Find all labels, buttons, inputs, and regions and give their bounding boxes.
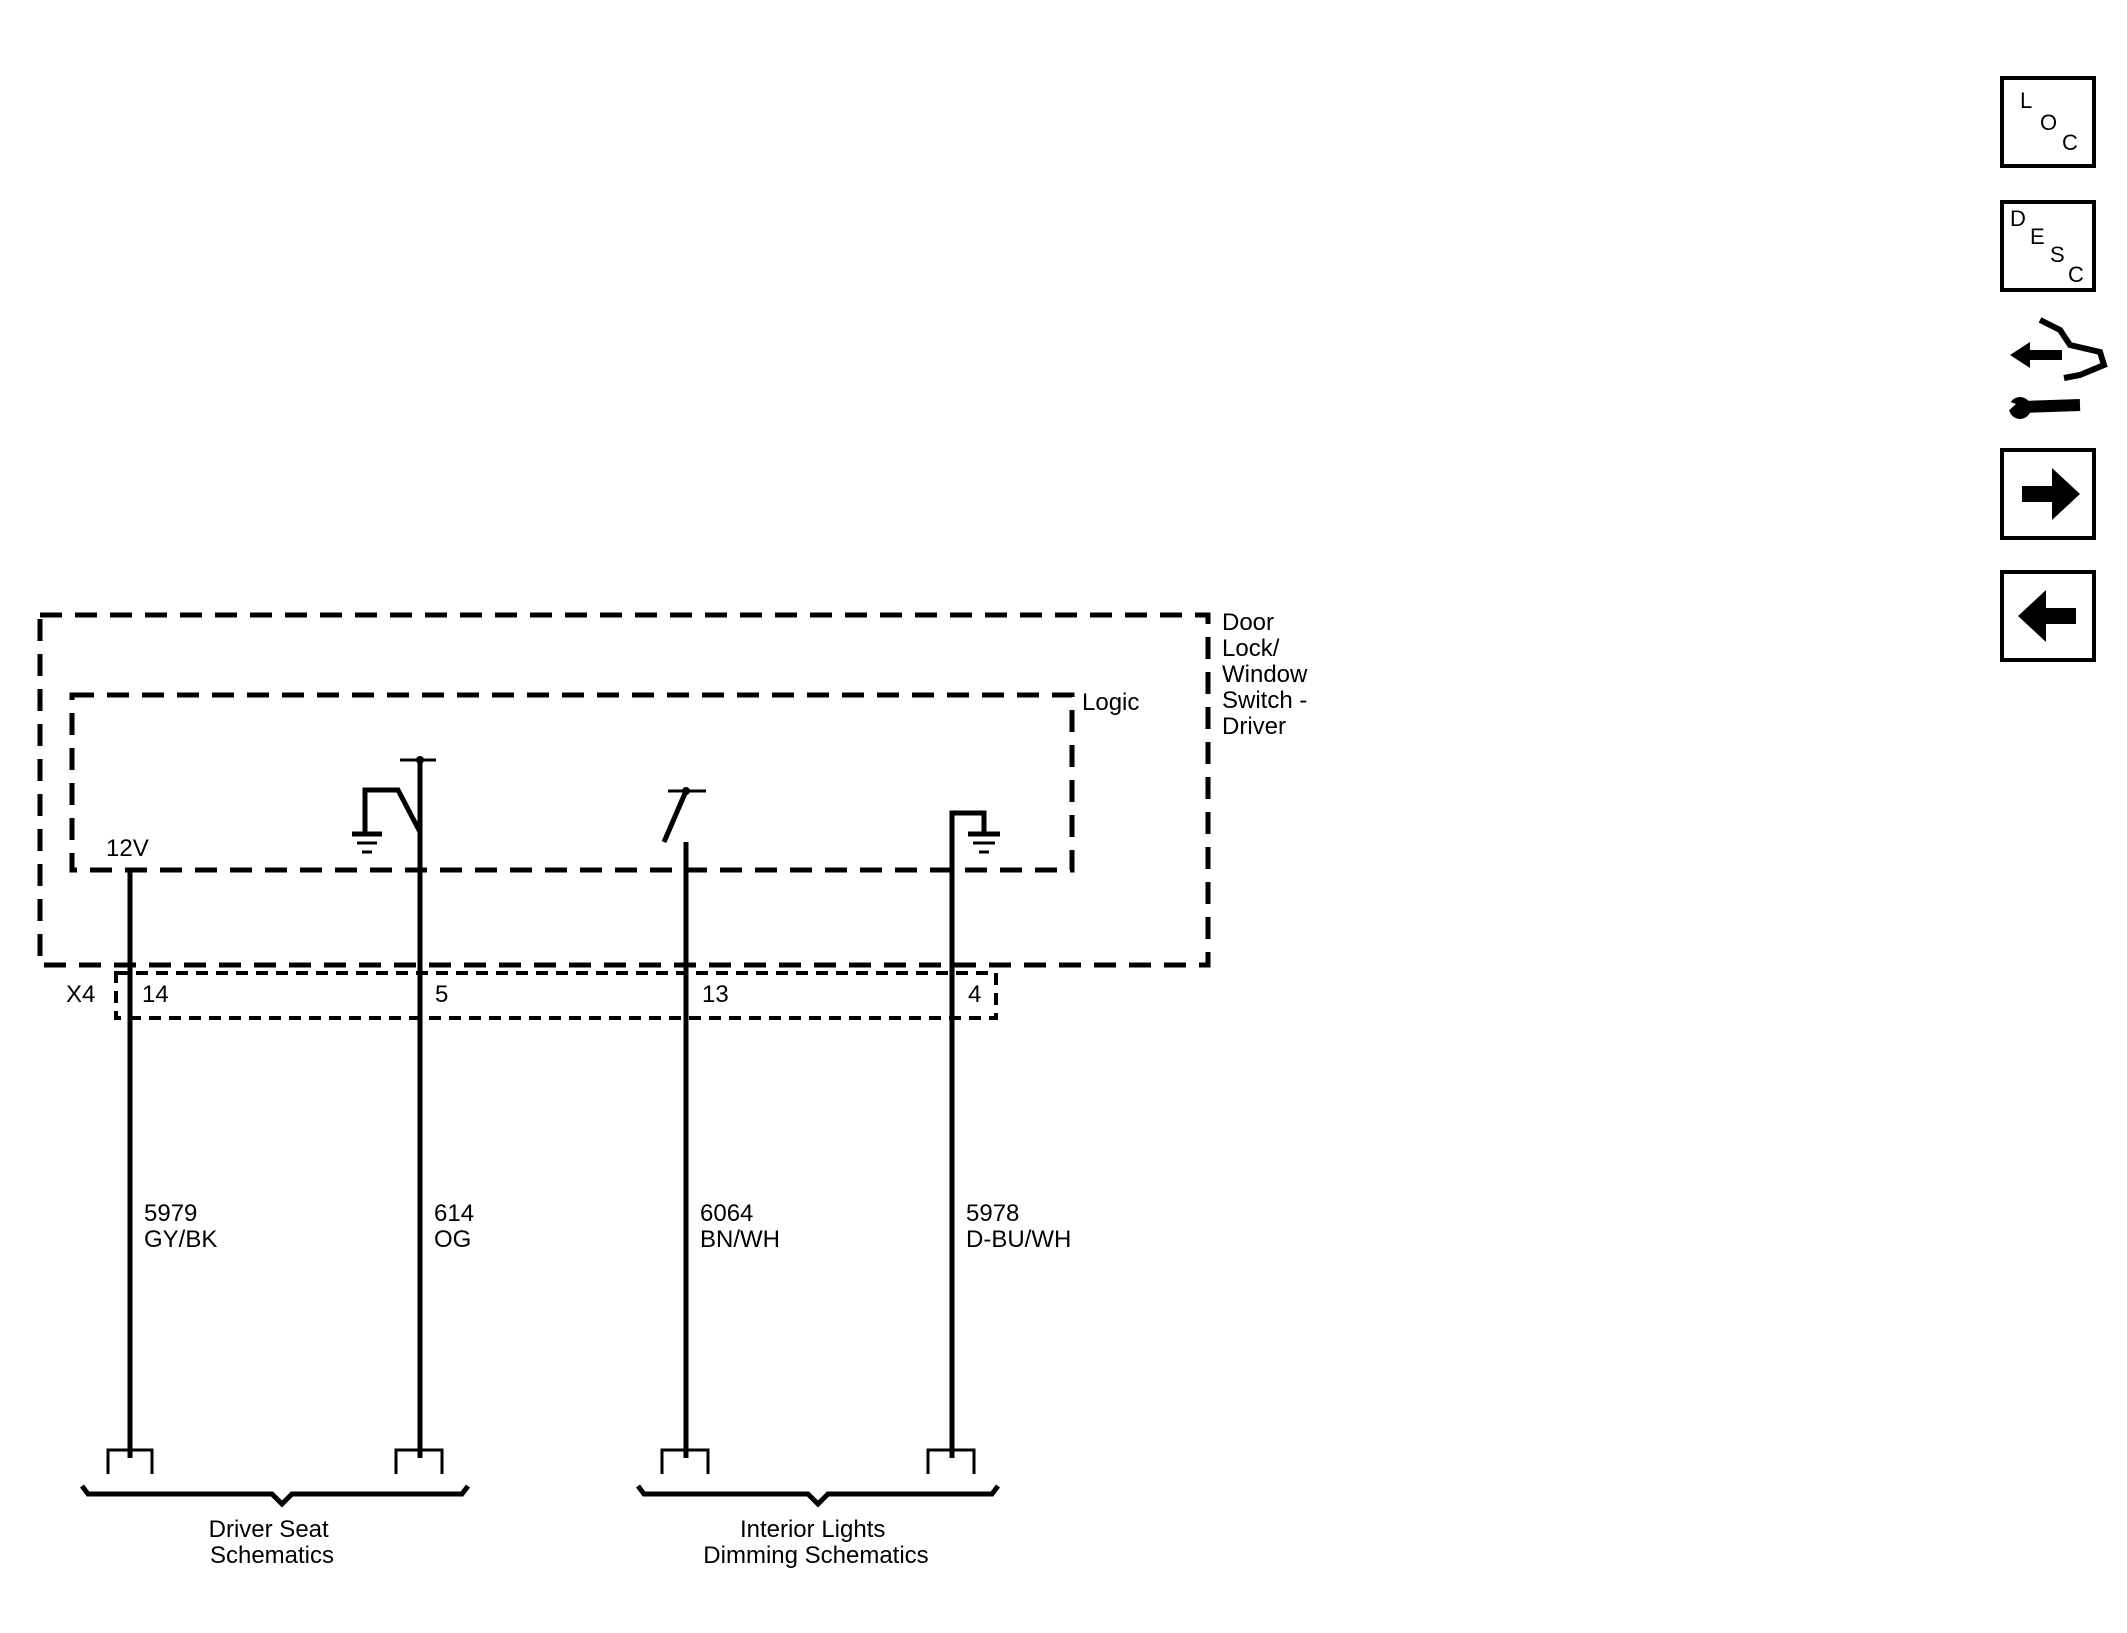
description-button[interactable]: D E S C bbox=[2000, 200, 2096, 292]
destination-brace-driver-seat bbox=[80, 1484, 470, 1508]
wire-circuit-label: 5978 bbox=[966, 1200, 1019, 1227]
destination-brace-interior-lights bbox=[636, 1484, 1000, 1508]
pin-label: 14 bbox=[142, 981, 169, 1008]
ground-symbol-left bbox=[352, 831, 382, 854]
destination-label[interactable]: Driver Seat Schematics bbox=[209, 1516, 336, 1569]
connector-x4-outline bbox=[114, 971, 998, 1020]
pin-label: 5 bbox=[435, 981, 448, 1008]
pin-label: 4 bbox=[968, 981, 981, 1008]
wire-color-label: BN/WH bbox=[700, 1226, 780, 1253]
arrow-right-icon[interactable] bbox=[2000, 448, 2096, 540]
ground-symbol-right bbox=[949, 810, 1000, 872]
module-boundary bbox=[37, 612, 1211, 968]
desc-letter: C bbox=[2068, 262, 2084, 287]
wire-circuit-label: 6064 bbox=[700, 1200, 753, 1227]
wire-color-label: D-BU/WH bbox=[966, 1226, 1071, 1253]
desc-letter: D bbox=[2010, 206, 2026, 231]
loc-letter: O bbox=[2040, 110, 2057, 135]
logic-boundary bbox=[69, 692, 1075, 873]
wire-color-label: OG bbox=[434, 1226, 471, 1253]
destination-label[interactable]: Interior Lights Dimming Schematics bbox=[703, 1516, 928, 1569]
wire-circuit-label: 614 bbox=[434, 1200, 474, 1227]
wire-circuit-label: 5979 bbox=[144, 1200, 197, 1227]
loc-letter: C bbox=[2062, 130, 2078, 155]
logic-label: Logic bbox=[1082, 689, 1139, 716]
loc-letter: L bbox=[2020, 88, 2032, 113]
location-button[interactable]: L O C bbox=[2000, 76, 2096, 168]
open-switch bbox=[661, 787, 706, 843]
connector-wrench-icon[interactable] bbox=[2005, 317, 2108, 419]
desc-letter: E bbox=[2030, 224, 2045, 249]
supply-label: 12V bbox=[106, 835, 149, 862]
ground-switch bbox=[362, 756, 436, 842]
wire-color-label: GY/BK bbox=[144, 1226, 217, 1253]
desc-letter: S bbox=[2050, 242, 2065, 267]
pin-label: 13 bbox=[702, 981, 729, 1008]
terminal-connectors bbox=[106, 1448, 976, 1474]
connector-id: X4 bbox=[66, 981, 95, 1008]
module-name: Door Lock/ Window Switch - Driver bbox=[1222, 609, 1314, 740]
arrow-left-icon[interactable] bbox=[2000, 570, 2096, 662]
